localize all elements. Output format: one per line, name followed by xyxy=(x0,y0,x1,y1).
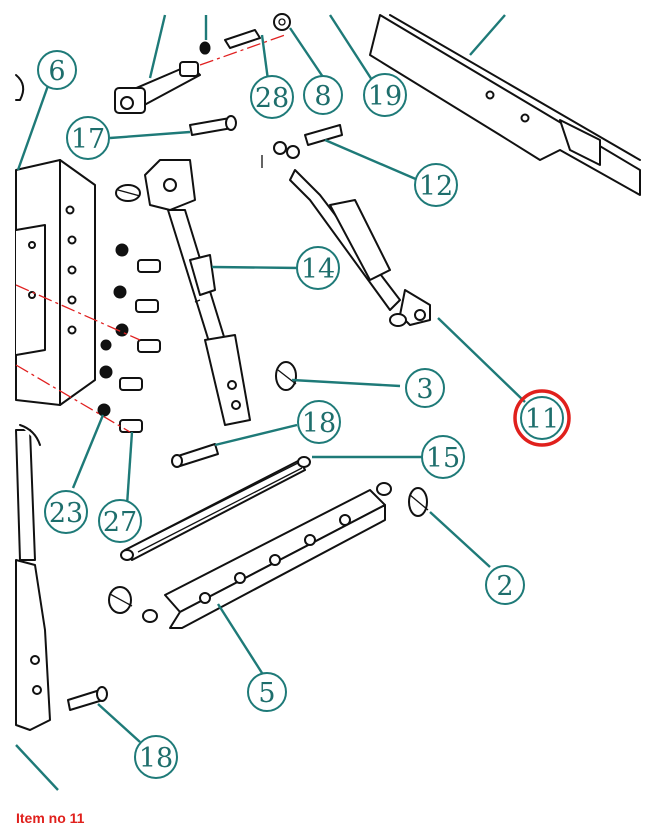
lower-link xyxy=(15,424,51,731)
caption: Item no 11 xyxy=(16,810,85,826)
left-bracket xyxy=(15,74,96,406)
clip-3 xyxy=(275,361,297,391)
callout-19: 19 xyxy=(363,73,407,117)
svg-text:23: 23 xyxy=(49,498,83,529)
callout-28: 28 xyxy=(250,75,294,119)
svg-text:18: 18 xyxy=(302,408,336,439)
callout-2: 2 xyxy=(485,565,525,605)
svg-text:19: 19 xyxy=(368,81,402,112)
svg-text:12: 12 xyxy=(419,171,453,202)
callout-18-upper: 18 xyxy=(297,400,341,444)
callout-27: 27 xyxy=(98,499,142,543)
frame-bar xyxy=(369,14,641,196)
svg-text:15: 15 xyxy=(426,443,460,474)
clip-left xyxy=(108,586,133,614)
pin-17 xyxy=(189,115,237,136)
parts-diagram: 6 28 8 19 17 12 14 3 11 18 15 xyxy=(15,13,641,791)
callout-6: 6 xyxy=(37,50,77,90)
centerline-mid xyxy=(15,284,141,341)
pin-18-upper xyxy=(171,443,219,468)
callout-23: 23 xyxy=(44,490,88,534)
clip-2 xyxy=(408,487,429,517)
callout-15: 15 xyxy=(421,435,465,479)
svg-text:17: 17 xyxy=(71,124,105,155)
svg-text:2: 2 xyxy=(496,571,513,602)
svg-text:3: 3 xyxy=(416,374,433,405)
callout-18-lower: 18 xyxy=(134,735,178,779)
turnbuckle xyxy=(261,124,431,327)
spring xyxy=(120,456,311,561)
bolts-and-nuts xyxy=(97,243,161,433)
svg-text:11: 11 xyxy=(525,404,559,435)
svg-text:27: 27 xyxy=(103,507,137,538)
callout-11-highlighted: 11 xyxy=(513,389,571,447)
callout-8: 8 xyxy=(303,75,343,115)
top-pin-assembly xyxy=(114,13,291,114)
svg-text:28: 28 xyxy=(255,83,289,114)
callout-14: 14 xyxy=(296,246,340,290)
svg-text:14: 14 xyxy=(301,254,335,285)
centerline-low xyxy=(15,364,131,433)
svg-text:6: 6 xyxy=(48,56,65,87)
svg-text:8: 8 xyxy=(314,81,331,112)
pin-18-lower xyxy=(67,686,108,711)
callout-17: 17 xyxy=(66,116,110,160)
callout-3: 3 xyxy=(405,368,445,408)
svg-text:5: 5 xyxy=(258,678,275,709)
leader-lines xyxy=(15,14,526,791)
callout-5: 5 xyxy=(247,672,287,712)
lift-rod xyxy=(144,159,251,426)
clip-pin xyxy=(115,184,141,202)
svg-text:18: 18 xyxy=(139,743,173,774)
centerline-top xyxy=(199,34,286,66)
callout-12: 12 xyxy=(414,163,458,207)
stabilizer-bar xyxy=(142,482,392,629)
